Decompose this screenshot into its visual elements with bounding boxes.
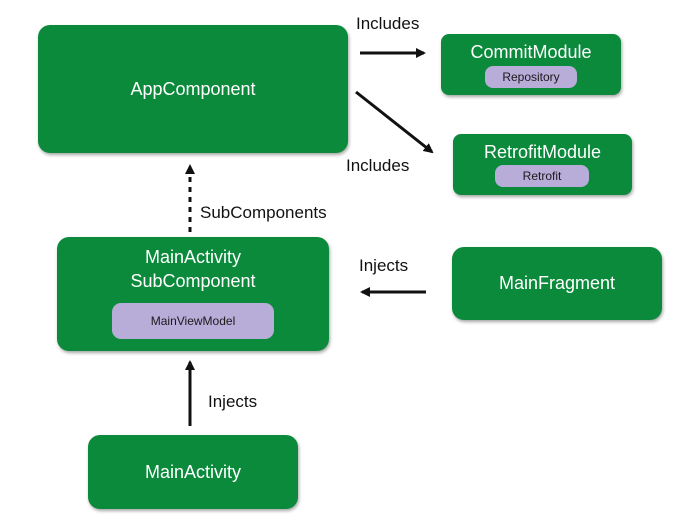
label-includes-retrofit: Includes — [346, 156, 410, 175]
node-app-component: AppComponent — [38, 25, 348, 153]
chip-main-view-model: MainViewModel — [112, 303, 274, 339]
node-retrofit-module: RetrofitModule Retrofit — [453, 134, 632, 195]
node-main-activity-subcomponent: MainActivity SubComponent MainViewModel — [57, 237, 329, 351]
node-commit-module: CommitModule Repository — [441, 34, 621, 95]
node-title-line2: SubComponent — [130, 271, 256, 291]
label-injects-activity: Injects — [208, 392, 258, 411]
label-subcomponents: SubComponents — [200, 203, 327, 222]
chip-retrofit: Retrofit — [495, 165, 589, 187]
node-title: AppComponent — [130, 79, 256, 99]
node-main-activity: MainActivity — [88, 435, 298, 509]
label-includes-commit: Includes — [356, 14, 420, 33]
label-injects-fragment: Injects — [359, 256, 409, 275]
node-title: CommitModule — [470, 42, 592, 62]
node-main-fragment: MainFragment — [452, 247, 662, 320]
node-title: RetrofitModule — [483, 142, 602, 162]
arrow-includes-retrofit — [355, 90, 434, 154]
node-title-line1: MainActivity — [144, 247, 242, 267]
node-title: MainFragment — [498, 273, 616, 293]
node-title: MainActivity — [144, 462, 242, 482]
chip-repository: Repository — [485, 66, 577, 88]
